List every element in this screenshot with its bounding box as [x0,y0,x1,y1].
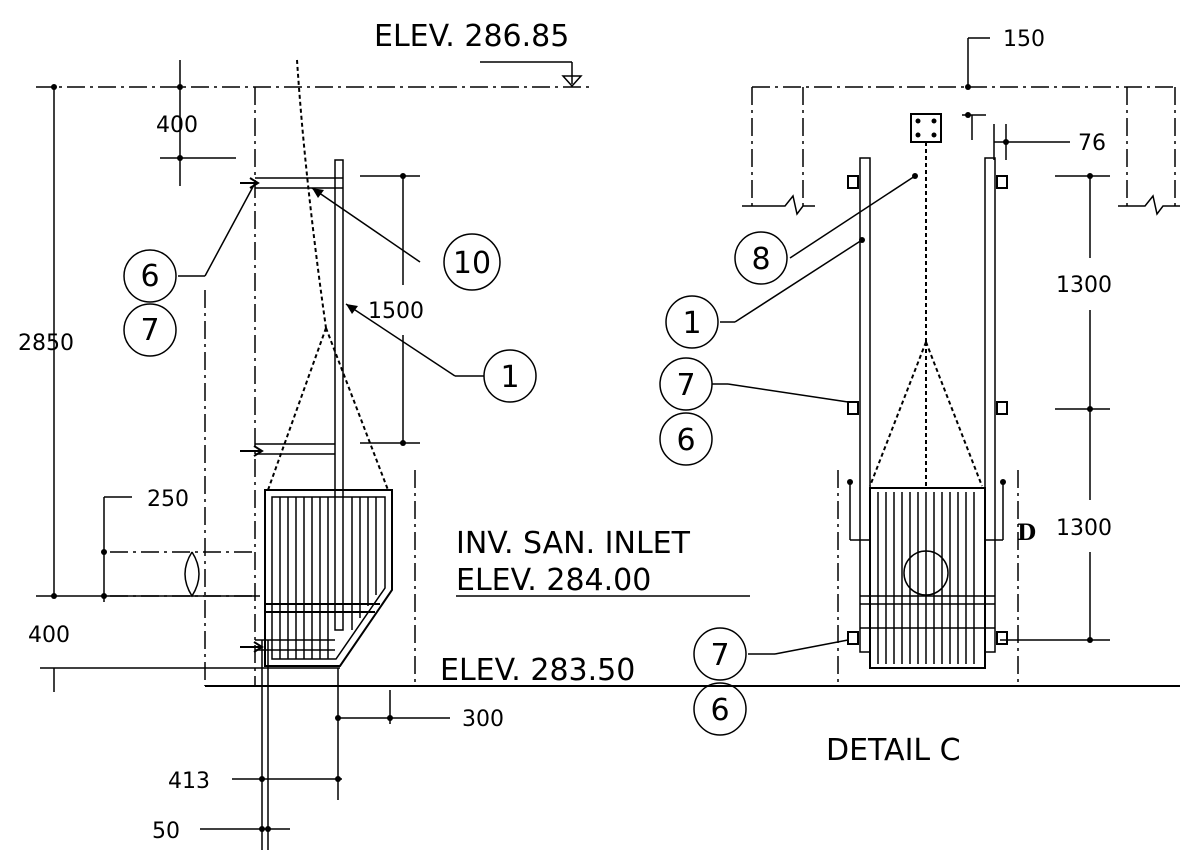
dim-1300-tick-a [1087,173,1093,179]
detail-title: DETAIL C [826,733,961,768]
screen-basket-inner [271,496,386,660]
callout-7-right-a [659,357,713,411]
dim-76-tick-b [1003,139,1009,145]
dim-50-label: 50 [152,819,180,844]
dim-400-top-tick-a [177,84,183,90]
guide-rail-left [859,157,871,653]
basket-hook-l-dot [847,479,853,485]
dim-1300-tick-b [1087,406,1093,412]
callout-1-right-dot [859,237,865,243]
dim-76-label: 76 [1078,131,1106,156]
callout-7-right-a-text: 7 [676,368,695,403]
callout-7-right-b [693,627,747,681]
dim-413-tick-a [259,776,265,782]
dim-413-tick-b [335,776,341,782]
plate-bolt-c [915,132,921,138]
screen-basket-side [264,489,393,667]
dim-1300-upper-label: 1300 [1056,273,1112,298]
callout-7-left-text: 7 [140,313,159,348]
dim-1500-tick-bottom [400,440,406,446]
dim-76-tick-a [965,112,971,118]
inlet-pipe-section [184,551,200,598]
callout-1-right [665,295,719,349]
chain-bridle-right [869,341,983,487]
callout-7-left [123,303,177,357]
dim-150-label: 150 [1003,27,1045,52]
elev-top-label: ELEV. 286.85 [374,19,569,54]
callout-6-right-b-text: 6 [710,693,729,728]
dim-d-label: D [1017,520,1036,546]
callout-7-right-b-text: 7 [710,638,729,673]
dim-1300-tick-c [1087,637,1093,643]
dim-250-label: 250 [147,487,189,512]
callout-7-right-b-leader-b [774,639,849,655]
lifting-chain-left [296,59,327,329]
dim-50-tick-b [265,826,271,832]
rail-bracket-r1 [847,175,859,189]
callout-6-left [123,249,177,303]
rail-bracket-r3 [847,401,859,415]
callout-6-leader-b [204,182,256,277]
plate-bolt-d [931,132,937,138]
callout-8-leader [789,175,916,259]
rail-bracket-r6 [996,631,1008,645]
dim-250-tick-a [101,549,107,555]
callout-1-right-leader-b [734,239,863,323]
lifting-plate [910,113,942,143]
callout-6-right-b [693,682,747,736]
dim-1500-label: 1500 [368,299,424,324]
callout-8-dot [912,173,918,179]
plate-bolt-a [915,118,921,124]
callout-10-leader [311,187,421,263]
dim-300-tick-a [335,715,341,721]
callout-8-text: 8 [751,242,770,277]
right-break-right [1118,194,1180,216]
callout-1-leader [345,303,456,377]
right-break-left [742,194,815,216]
callout-1-arrow [346,304,358,314]
inlet-elev-label: ELEV. 284.00 [456,563,651,598]
dim-413-label: 413 [168,769,210,794]
callout-6-right-a-text: 6 [676,423,695,458]
dim-400-top-label: 400 [156,113,198,138]
callout-1-right-text: 1 [682,306,701,341]
inlet-label: INV. SAN. INLET [456,526,691,561]
dim-2850-tick-top [51,84,57,90]
rail-bracket-r2 [996,175,1008,189]
basket-hook-r-dot [1000,479,1006,485]
chain-bridle-left [267,327,389,491]
callout-6-left-text: 6 [140,259,159,294]
callout-7-right-leader-b [727,383,849,403]
inlet-pipe-opening [903,550,949,596]
dim-400-bottom-label: 400 [28,623,70,648]
dim-250-tick-b [101,593,107,599]
callout-1-left [483,349,537,403]
callout-6-right-a [659,412,713,466]
callout-10-text: 10 [453,246,491,281]
bottom-elev-label: ELEV. 283.50 [440,653,635,688]
rail-bracket-r5 [847,631,859,645]
callout-10-arrow [312,188,324,198]
callout-1-left-text: 1 [500,360,519,395]
guide-rail-right [984,157,996,653]
dim-1300-lower-label: 1300 [1056,516,1112,541]
guide-rail [334,159,344,631]
callout-8 [734,231,788,285]
dim-150-tick [965,84,971,90]
dim-1500-tick-top [400,173,406,179]
dim-300-label: 300 [462,707,504,732]
rail-bracket-r4 [996,401,1008,415]
basket-bars-front [877,492,975,664]
anchor-bolt-mid [240,445,264,457]
elev-top-marker [561,75,583,88]
dim-2850-label: 2850 [18,331,74,356]
screen-basket-front [869,487,986,669]
plate-bolt-b [931,118,937,124]
callout-10 [443,233,501,291]
dim-50-tick-a [259,826,265,832]
basket-bars-left [279,497,377,659]
